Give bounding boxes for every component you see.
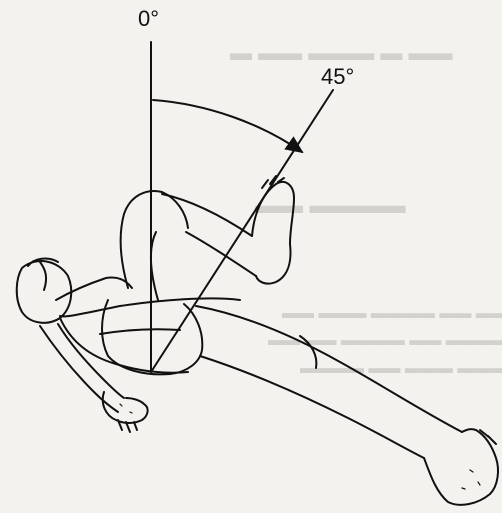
zero-degree-label: 0°: [138, 8, 159, 30]
extended-foot-outline: [424, 429, 498, 505]
shoulder-outline: [56, 277, 132, 300]
arm-outline: [40, 326, 118, 412]
angle-measurement: [151, 42, 333, 372]
hand-outline: [103, 392, 148, 423]
forty-five-degree-label: 45°: [321, 66, 354, 88]
angle-arc-arrow: [153, 100, 302, 152]
shorts-outline: [102, 300, 202, 374]
shading-marks: [120, 404, 480, 489]
raised-foot-outline: [252, 182, 294, 284]
forty-five-degree-line: [151, 90, 333, 372]
reclining-figure: [17, 176, 498, 505]
shorts-waist-line: [100, 329, 180, 334]
extended-knee-outline: [300, 336, 316, 368]
extended-leg-lower-edge: [200, 356, 424, 458]
raised-shin-lower-edge: [186, 232, 256, 276]
raised-thigh-outline: [121, 191, 188, 288]
